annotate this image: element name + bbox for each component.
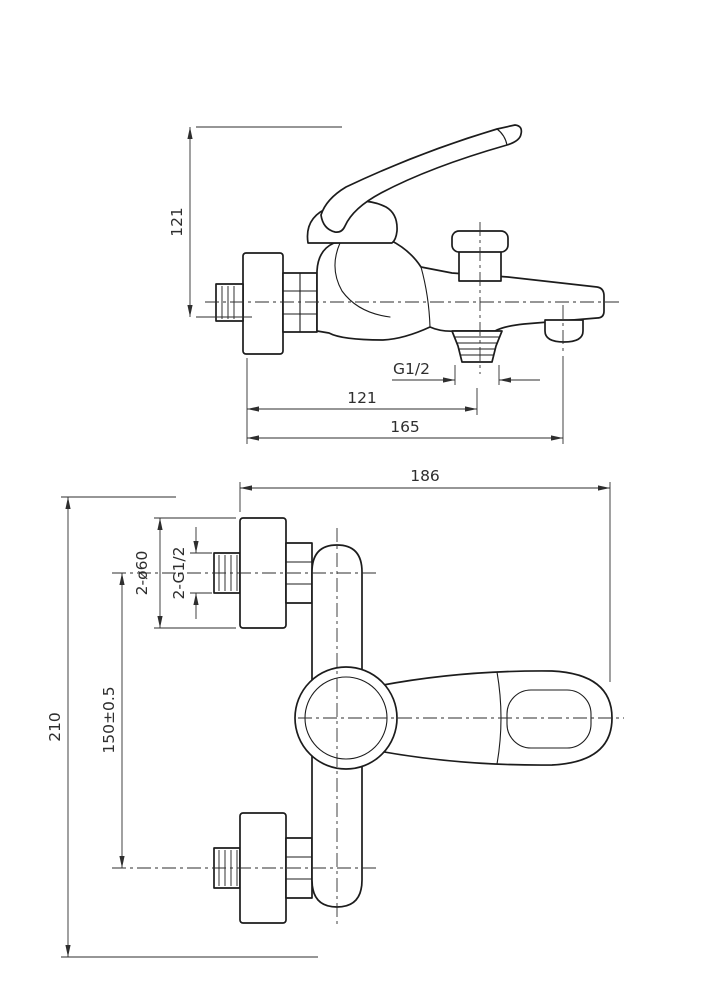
side-dim-height-label: 121 (168, 207, 186, 237)
side-wall-flange (242, 252, 284, 355)
side-lever-tip-line (496, 128, 508, 146)
side-dim-length-label: 165 (390, 418, 420, 436)
front-centerlines (112, 528, 624, 925)
front-dim-spacing: 150±0.5 (100, 573, 125, 868)
side-diverter-knob (544, 319, 584, 343)
side-dim-length: 165 (247, 356, 564, 444)
side-centerlines (205, 222, 622, 374)
side-inlet-nipple (215, 283, 244, 322)
side-dim-spout-offset-label: 121 (347, 389, 377, 407)
front-dim-width-label: 186 (410, 467, 440, 485)
front-dim-thread-label: 2-G1/2 (170, 547, 188, 600)
front-handle-cap (294, 666, 398, 770)
side-dim-thread: G1/2 (392, 360, 540, 385)
side-body-and-spout (316, 239, 605, 341)
side-dim-spout-offset: 121 (246, 358, 478, 444)
front-dim-thread: 2-G1/2 (170, 527, 212, 619)
front-dim-flange: 2-ø60 (133, 517, 236, 629)
side-view: 121 G1/2 121 165 (168, 124, 622, 444)
side-dim-thread-label: G1/2 (393, 360, 430, 378)
front-dim-height: 210 (46, 496, 318, 958)
front-dim-width: 186 (239, 467, 611, 682)
front-dim-height-label: 210 (46, 712, 64, 742)
side-inlet-thread-lines (221, 286, 235, 319)
front-lever-end-contour (506, 689, 592, 749)
front-dim-spacing-label: 150±0.5 (100, 686, 118, 753)
side-threaded-outlet-hatch (455, 336, 499, 356)
side-body-detail-lines (334, 242, 431, 328)
side-hex-nut (282, 272, 318, 333)
side-threaded-outlet (451, 330, 503, 363)
front-dim-flange-label: 2-ø60 (133, 551, 151, 596)
front-view: 186 2-ø60 2-G1/2 150±0.5 (46, 467, 624, 958)
side-lever-handle (320, 124, 523, 233)
side-dim-height: 121 (168, 126, 342, 318)
